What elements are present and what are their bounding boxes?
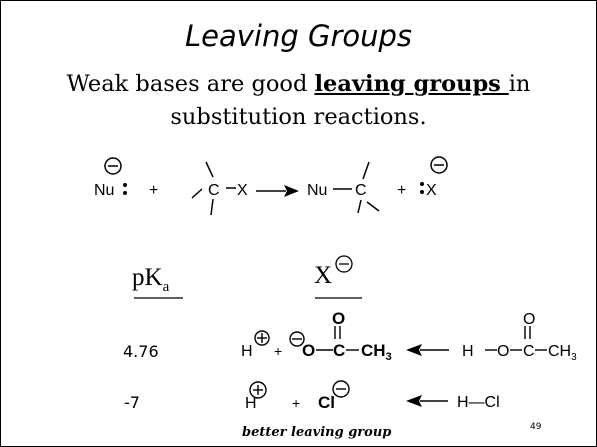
acid-carbonyl-oxygen: O [523,311,535,328]
slide-subtitle: Weak bases are good leaving groups in su… [1,68,596,134]
pka-header-subscript: a [162,279,170,295]
acid-methyl: CH3 [548,343,577,363]
acetate-carbon: C [333,341,345,360]
plus-sign: + [397,182,406,199]
subtitle-emphasis: leaving groups [314,71,509,97]
slide-title: Leaving Groups [184,19,413,53]
subtitle-text-start: Weak bases are good [66,71,315,97]
x-charge-circle [430,156,448,174]
chloride-label: Cl [318,393,335,412]
footer-caption: better leaving group [242,425,392,440]
plus-sign: + [292,395,300,411]
anion-header-charge-circle [335,255,353,273]
plus-sign: + [149,182,158,199]
page-number: 49 [530,422,542,432]
acetate-oxygen: O [302,341,315,360]
product-nucleophile: Nu [307,182,327,199]
plus-sign: + [274,343,282,359]
nu-charge-circle [104,157,122,175]
anion-column-header: X [314,262,332,290]
acid-carbon: C [523,343,535,360]
reactant-leaving-atom: X [237,182,248,199]
acid-hydrogen: H [462,343,474,360]
pka-value-acetic: 4.76 [123,342,159,361]
hydrochloric-acid-label: H—Cl [457,394,500,411]
acetate-methyl: CH3 [361,341,392,363]
pka-header-main: pK [132,264,163,291]
nucleophile-label: Nu [94,182,114,199]
subtitle-text-end: in substitution reactions. [170,71,531,130]
leaving-group-label: X [426,182,437,199]
product-carbon: C [355,182,367,199]
reactant-carbon: C [208,182,220,199]
acetate-proton: H [241,343,253,360]
hcl-row-proton: H [245,395,257,412]
pka-column-header: pKa [132,264,169,296]
pka-value-hcl: -7 [124,393,140,412]
acetate-carbonyl-oxygen: O [332,309,345,328]
anion-header-label: X [314,262,333,289]
acid-oxygen: O [497,343,509,360]
